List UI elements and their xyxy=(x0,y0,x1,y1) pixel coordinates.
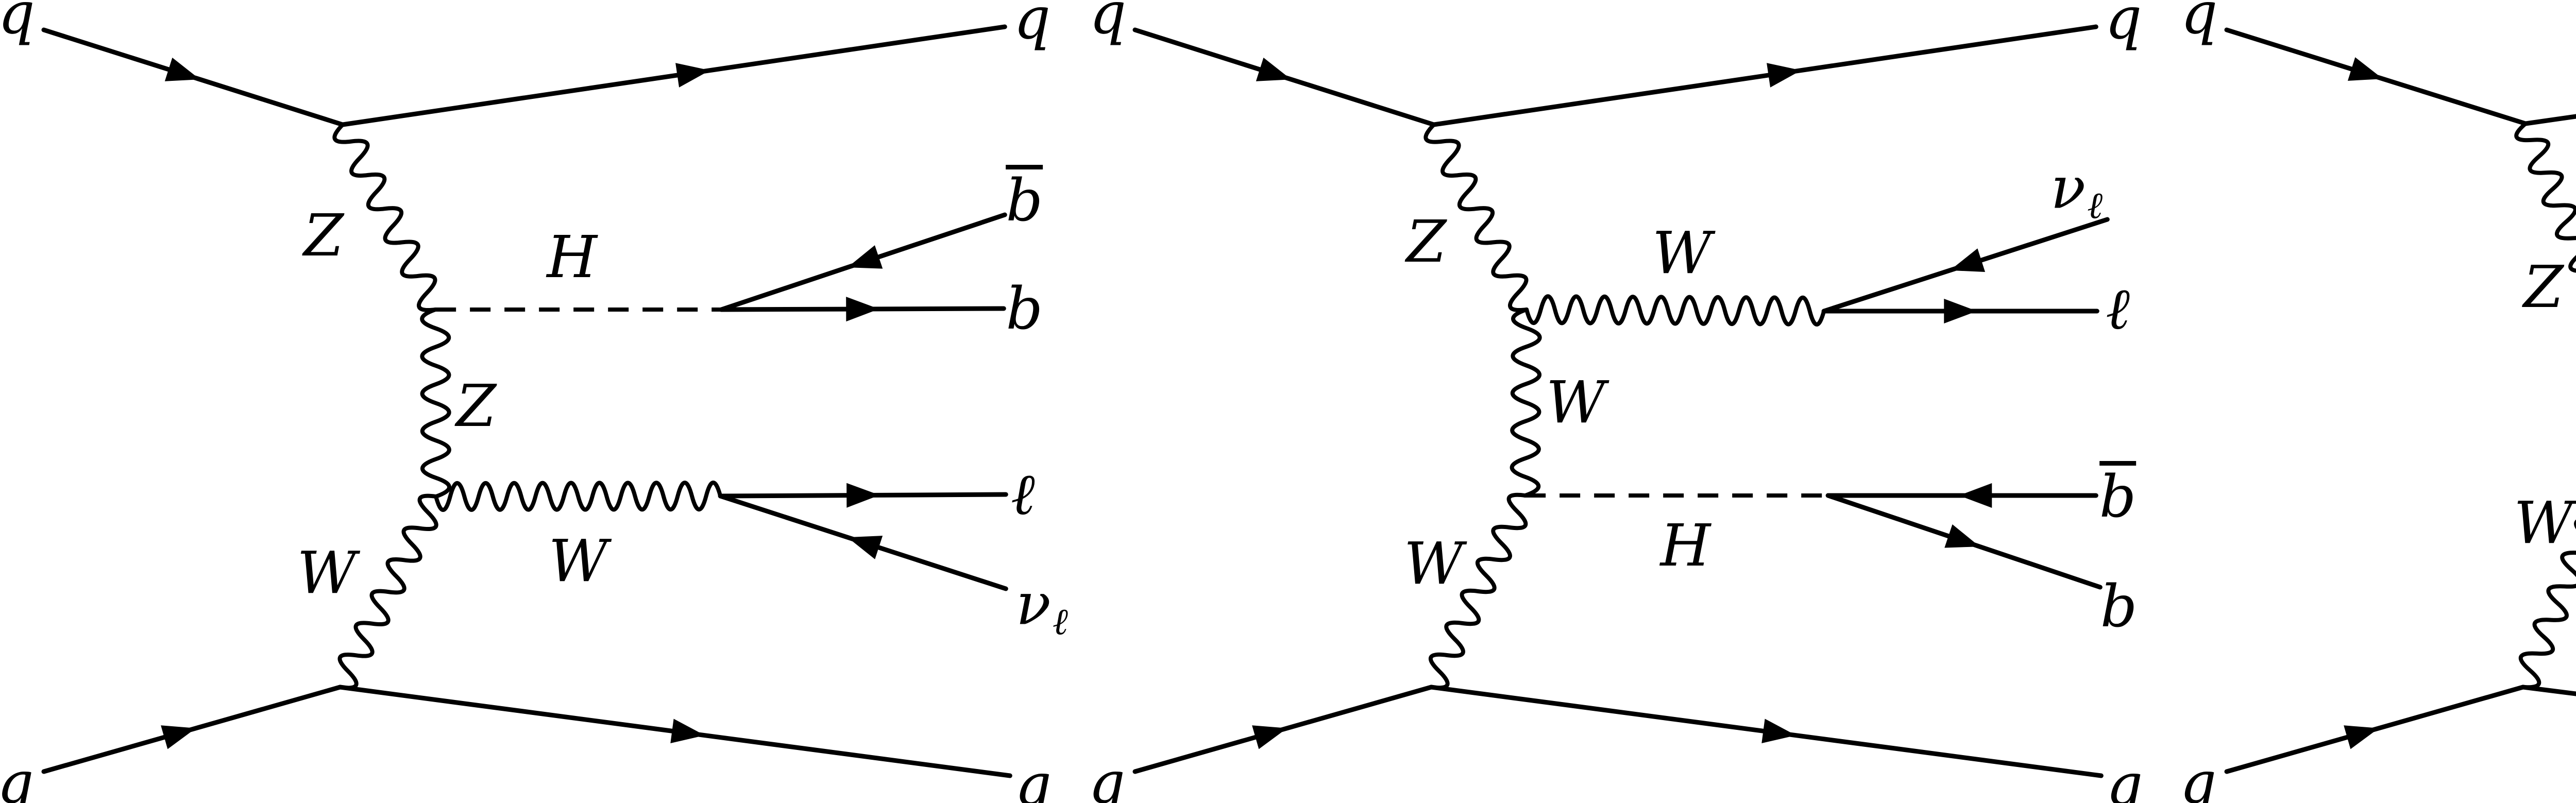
quark-out-bottom-arrowhead xyxy=(670,719,705,743)
lepton-line-arrowhead xyxy=(846,483,880,508)
w-boson-lower xyxy=(1429,492,1528,690)
quark-out-top-arrowhead xyxy=(675,63,710,88)
w-boson-lower xyxy=(2518,520,2576,690)
diagram-canvas-1 xyxy=(41,24,1012,778)
neutrino-line-arrowhead xyxy=(847,536,883,559)
b-quark-line-arrowhead xyxy=(1944,524,1980,548)
z-boson-upper xyxy=(1423,123,1529,312)
diagram-canvas-2 xyxy=(1132,24,2110,778)
quark-out-top-arrowhead xyxy=(1767,63,1802,88)
w-boson-radiated xyxy=(434,481,723,512)
feynman-diagram-zw-fusion-w-strahlung-right: qqZWWWHℓνℓbbqq xyxy=(2180,0,2576,803)
z-boson-upper xyxy=(332,123,438,312)
quark-in-bottom-arrowhead xyxy=(161,725,196,749)
quark-out-bottom-arrowhead xyxy=(1761,719,1797,743)
z-boson-internal xyxy=(420,307,451,499)
bbar-quark-line-arrowhead xyxy=(847,245,883,269)
z-boson-upper xyxy=(2514,122,2576,273)
lepton-line-arrowhead xyxy=(1944,299,1977,323)
w-boson-radiated xyxy=(1524,294,1826,327)
w-boson-internal xyxy=(337,493,438,690)
quark-out-top xyxy=(340,24,1007,127)
quark-in-top-arrowhead xyxy=(164,57,200,81)
quark-in-top-arrowhead xyxy=(1256,57,1292,81)
quark-out-bottom xyxy=(2520,685,2576,696)
w-boson-vertical xyxy=(1510,307,1542,498)
quark-out-top xyxy=(2523,114,2576,126)
b-quark-line-arrowhead xyxy=(846,297,879,322)
diagram-canvas-3 xyxy=(2224,27,2576,774)
bbar-quark-line-arrowhead xyxy=(1959,483,1992,508)
quark-in-bottom-arrowhead xyxy=(2343,725,2379,749)
neutrino-line-arrowhead xyxy=(1950,248,1986,272)
quark-out-top xyxy=(1431,24,2099,127)
quark-in-top-arrowhead xyxy=(2347,57,2383,81)
quark-in-bottom-arrowhead xyxy=(1252,725,1287,749)
